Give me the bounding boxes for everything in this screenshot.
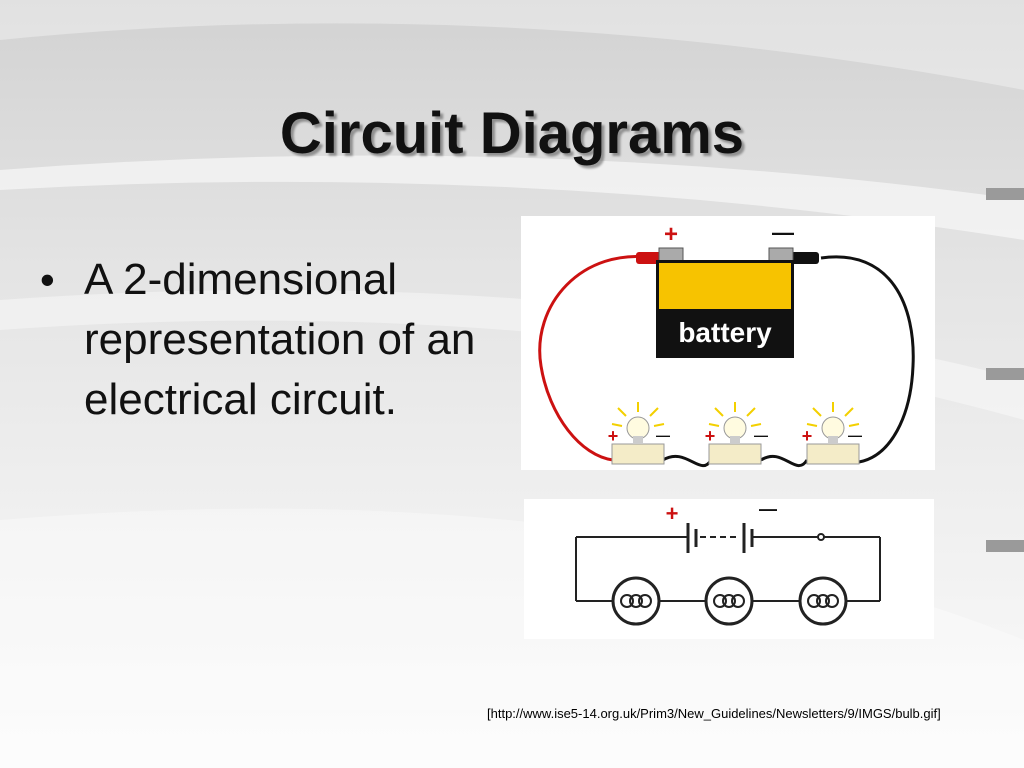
lamp-icon <box>611 576 661 626</box>
bulb-plus-sign: + <box>705 426 716 446</box>
bulb-minus-sign: — <box>656 427 670 443</box>
positive-wire <box>538 255 657 462</box>
schematic-plus-sign: + <box>666 501 679 526</box>
positive-terminal <box>658 247 684 263</box>
battery-label: battery <box>678 317 772 348</box>
battery-minus-sign: — <box>772 220 794 245</box>
pictorial-circuit-image: battery + — <box>521 216 935 470</box>
bullet-marker: • <box>40 256 55 303</box>
slide-edge-tab <box>986 368 1024 380</box>
schematic-circuit-image: + — <box>524 499 934 639</box>
black-clip <box>791 252 819 264</box>
schematic-minus-sign: — <box>759 499 777 519</box>
negative-wire <box>820 255 915 464</box>
lamp-icon <box>704 576 754 626</box>
bulb-icon <box>708 402 762 465</box>
bulb-minus-sign: — <box>754 427 768 443</box>
slide-edge-tab <box>986 540 1024 552</box>
bulb-icon <box>611 402 665 465</box>
bulb-link-wire <box>662 454 713 468</box>
bulb-icon <box>806 402 860 465</box>
bulb-plus-sign: + <box>802 426 813 446</box>
bullet-text: A 2-dimensional representation of an ele… <box>84 255 476 424</box>
switch-contact <box>817 533 825 541</box>
bulb-minus-sign: — <box>848 427 862 443</box>
slide-title: Circuit Diagrams <box>279 101 745 166</box>
battery-plus-sign: + <box>664 221 678 248</box>
bulb-link-wire <box>760 454 809 468</box>
slide-edge-tab <box>986 188 1024 200</box>
bulb-plus-sign: + <box>608 426 619 446</box>
battery-top <box>659 263 791 309</box>
lamp-icon <box>798 576 848 626</box>
image-citation: [http://www.ise5-14.org.uk/Prim3/New_Gui… <box>487 706 941 721</box>
negative-terminal <box>768 247 794 263</box>
